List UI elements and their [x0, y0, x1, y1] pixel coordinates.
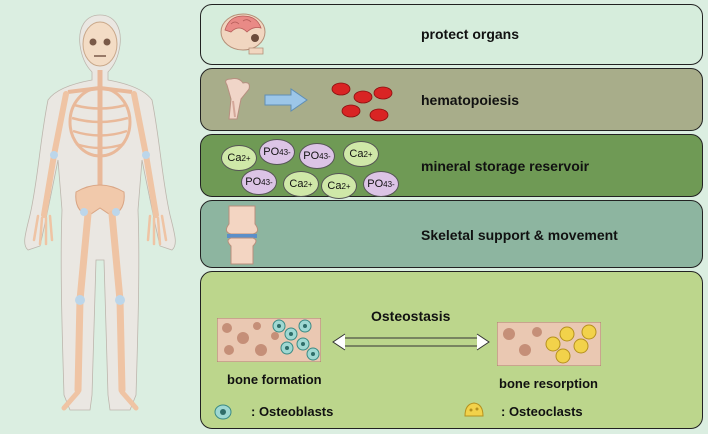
red-blood-cells-icon [331, 82, 393, 122]
osteoclasts-legend-label: : Osteoclasts [501, 404, 583, 419]
mineral-storage-label: mineral storage reservoir [421, 158, 590, 174]
protect-organs-label: protect organs [421, 26, 520, 42]
bone-resorption-label: bone resorption [499, 376, 598, 391]
skull-brain-icon [220, 13, 266, 55]
osteoblasts-legend-label: : Osteoblasts [251, 404, 334, 419]
osteostasis-title: Osteostasis [371, 308, 451, 324]
bone-resorption-tissue-image [497, 322, 601, 366]
panel-hematopoiesis: hematopoiesis [200, 68, 703, 131]
skeletal-support-label: Skeletal support & movement [421, 227, 618, 243]
bone-marrow-icon [225, 78, 250, 120]
human-skeleton-illustration [24, 14, 176, 411]
hematopoiesis-label: hematopoiesis [421, 92, 520, 108]
panel-protect-organs: protect organs [200, 4, 703, 65]
osteoblast-icon [214, 404, 232, 420]
panel-skeletal-support: Skeletal support & movement [200, 200, 703, 268]
arrow-right-icon [264, 88, 308, 112]
bone-formation-tissue-image [217, 318, 321, 362]
panel-osteostasis: Osteostasis bone formation [200, 271, 703, 429]
double-arrow-icon [332, 333, 490, 351]
knee-joint-icon [225, 205, 259, 265]
bone-formation-label: bone formation [227, 372, 322, 387]
osteoclast-icon [464, 402, 484, 417]
